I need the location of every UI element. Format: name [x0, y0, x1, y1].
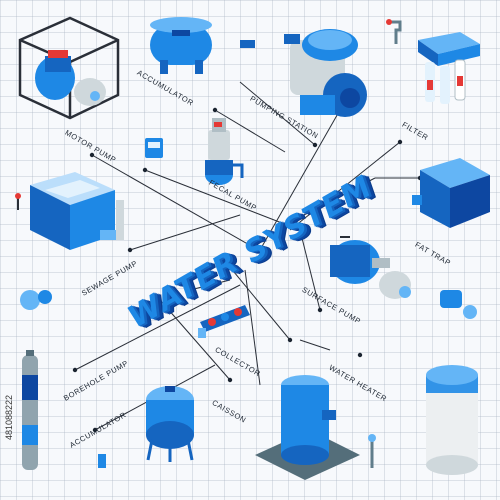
stock-id: 481088222 [4, 394, 14, 440]
